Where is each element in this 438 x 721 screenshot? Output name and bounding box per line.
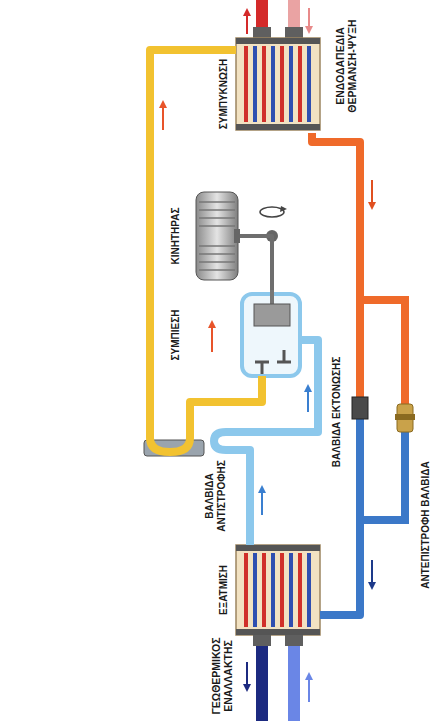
- valve-u-tube: [150, 420, 190, 452]
- component-label: ΕΞΑΤΜΙΣΗ: [218, 565, 230, 615]
- condenser-unit: ΣΥΜΠΥΚΝΩΣΗ: [212, 38, 320, 133]
- flow-arrow-head: [208, 320, 216, 328]
- piston-rod: [270, 290, 274, 304]
- flow-arrow: [308, 678, 310, 702]
- rotation-arrow-head: [280, 206, 287, 212]
- drive-shaft: [240, 236, 272, 290]
- exchanger-plate: [236, 124, 320, 130]
- flow-arrow: [162, 106, 164, 130]
- flow-arrow-head: [243, 684, 251, 692]
- component-label: ΑΝΤΕΠΙΣΤΡΟΦΗ ΒΑΛΒΙΔΑ: [420, 461, 432, 589]
- exchanger-tube: [307, 46, 311, 122]
- exchanger-plate: [236, 545, 320, 551]
- pipe-fitting: [253, 27, 271, 38]
- exchanger-tube: [262, 46, 266, 122]
- pipe-stub: [212, 46, 236, 54]
- flow-arrow: [307, 390, 309, 412]
- ground-loop-pipe: [288, 635, 300, 721]
- valve-u-tube: [214, 432, 240, 450]
- compressor-valve: [277, 350, 291, 362]
- flow-arrow-head: [368, 582, 376, 590]
- heat-exchanger: [236, 545, 320, 635]
- motor-body: [196, 192, 238, 280]
- exchanger-tube: [244, 46, 248, 122]
- component-label: ΣΥΜΠΙΕΣΗ: [170, 310, 182, 361]
- pipe-fitting: [253, 635, 271, 646]
- flow-arrow-head: [305, 26, 313, 34]
- compressor-unit: ΣΥΜΠΙΕΣΗ: [166, 290, 306, 380]
- exchanger-plate: [236, 38, 320, 44]
- exchanger-tube: [262, 553, 266, 627]
- circuit-label: ΕΝΔΟΔΑΠΕΔΙΑ ΘΕΡΜΑΝΣΗ-ΨΥΞΗ: [334, 6, 358, 126]
- expansion-valve: [352, 397, 368, 419]
- evaporator-unit: ΕΞΑΤΜΙΣΗ: [212, 545, 320, 635]
- exchanger-tube: [253, 46, 257, 122]
- exchanger-tube: [280, 553, 284, 627]
- flow-arrow: [371, 180, 373, 204]
- flow-arrow: [246, 14, 248, 34]
- flow-arrow-head: [243, 8, 251, 16]
- pipe-stub: [258, 376, 266, 380]
- exchanger-tube: [271, 46, 275, 122]
- reversing-valve-unit: ΒΑΛΒΙΔΑ ΑΝΤΙΣΤΡΟΦΗΣ: [140, 420, 240, 542]
- exchanger-tube: [298, 553, 302, 627]
- check-valve-band: [395, 414, 415, 420]
- motor-unit: ΚΙΝΗΤΗΡΑΣ: [166, 190, 240, 282]
- pipe-stub: [300, 336, 306, 344]
- component-label: ΣΥΜΠΥΚΝΩΣΗ: [218, 59, 230, 130]
- pipe-fitting: [285, 635, 303, 646]
- compressor-valve: [255, 362, 269, 374]
- refrigerant-pipe: [150, 50, 212, 420]
- flow-arrow: [246, 662, 248, 686]
- compressor-cylinder: [242, 294, 300, 376]
- exchanger-plate: [236, 629, 320, 635]
- component-label: ΒΑΛΒΙΔΑ ΑΝΤΙΣΤΡΟΦΗΣ: [204, 453, 227, 539]
- component-label: ΒΑΛΒΙΔΑ ΕΚΤΟΝΩΣΗΣ: [331, 357, 343, 467]
- flow-arrow-head: [368, 202, 376, 210]
- refrigerant-pipe: [240, 340, 318, 432]
- check-valve-unit: ΑΝΤΕΠΙΣΤΡΟΦΗ ΒΑΛΒΙΔΑ: [394, 395, 436, 600]
- bypass-pipe: [360, 430, 405, 520]
- exchanger-tube: [253, 553, 257, 627]
- expansion-valve-unit: ΒΑΛΒΙΔΑ ΕΚΤΟΝΩΣΗΣ: [326, 350, 372, 475]
- flow-arrow: [261, 491, 263, 515]
- pipe-fitting: [285, 27, 303, 38]
- refrigerant-pipe: [240, 450, 250, 545]
- flow-arrow-head: [304, 384, 312, 392]
- motor-fins: [199, 202, 235, 270]
- flow-arrow-head: [258, 485, 266, 493]
- circuit-label: ΓΕΩΘΕΡΜΙΚΟΣ ΕΝΑΛΛΑΚΤΗΣ: [210, 634, 234, 718]
- flow-arrow-head: [159, 100, 167, 108]
- flow-arrow: [211, 326, 213, 352]
- exchanger-tube: [289, 46, 293, 122]
- rotation-symbol: [260, 207, 284, 217]
- exchanger-tube: [298, 46, 302, 122]
- exchanger-tube: [271, 553, 275, 627]
- exchanger-tube: [244, 553, 248, 627]
- flow-arrow: [371, 560, 373, 584]
- flow-arrow-head: [305, 672, 313, 680]
- piston: [254, 304, 290, 326]
- pipe-stub: [356, 416, 364, 475]
- flow-arrow: [308, 8, 310, 28]
- ground-loop-pipe: [256, 635, 268, 721]
- motor-shaft-housing: [234, 229, 240, 243]
- exchanger-tube: [280, 46, 284, 122]
- pipe-stub: [356, 350, 364, 400]
- component-label: ΚΙΝΗΤΗΡΑΣ: [170, 208, 182, 265]
- refrigerant-pipe: [190, 380, 262, 420]
- refrigerant-pipe: [312, 133, 360, 350]
- exchanger-tube: [307, 553, 311, 627]
- heat-exchanger: [236, 38, 320, 130]
- exchanger-tube: [289, 553, 293, 627]
- refrigerant-pipe: [320, 475, 360, 615]
- bypass-pipe: [360, 300, 405, 406]
